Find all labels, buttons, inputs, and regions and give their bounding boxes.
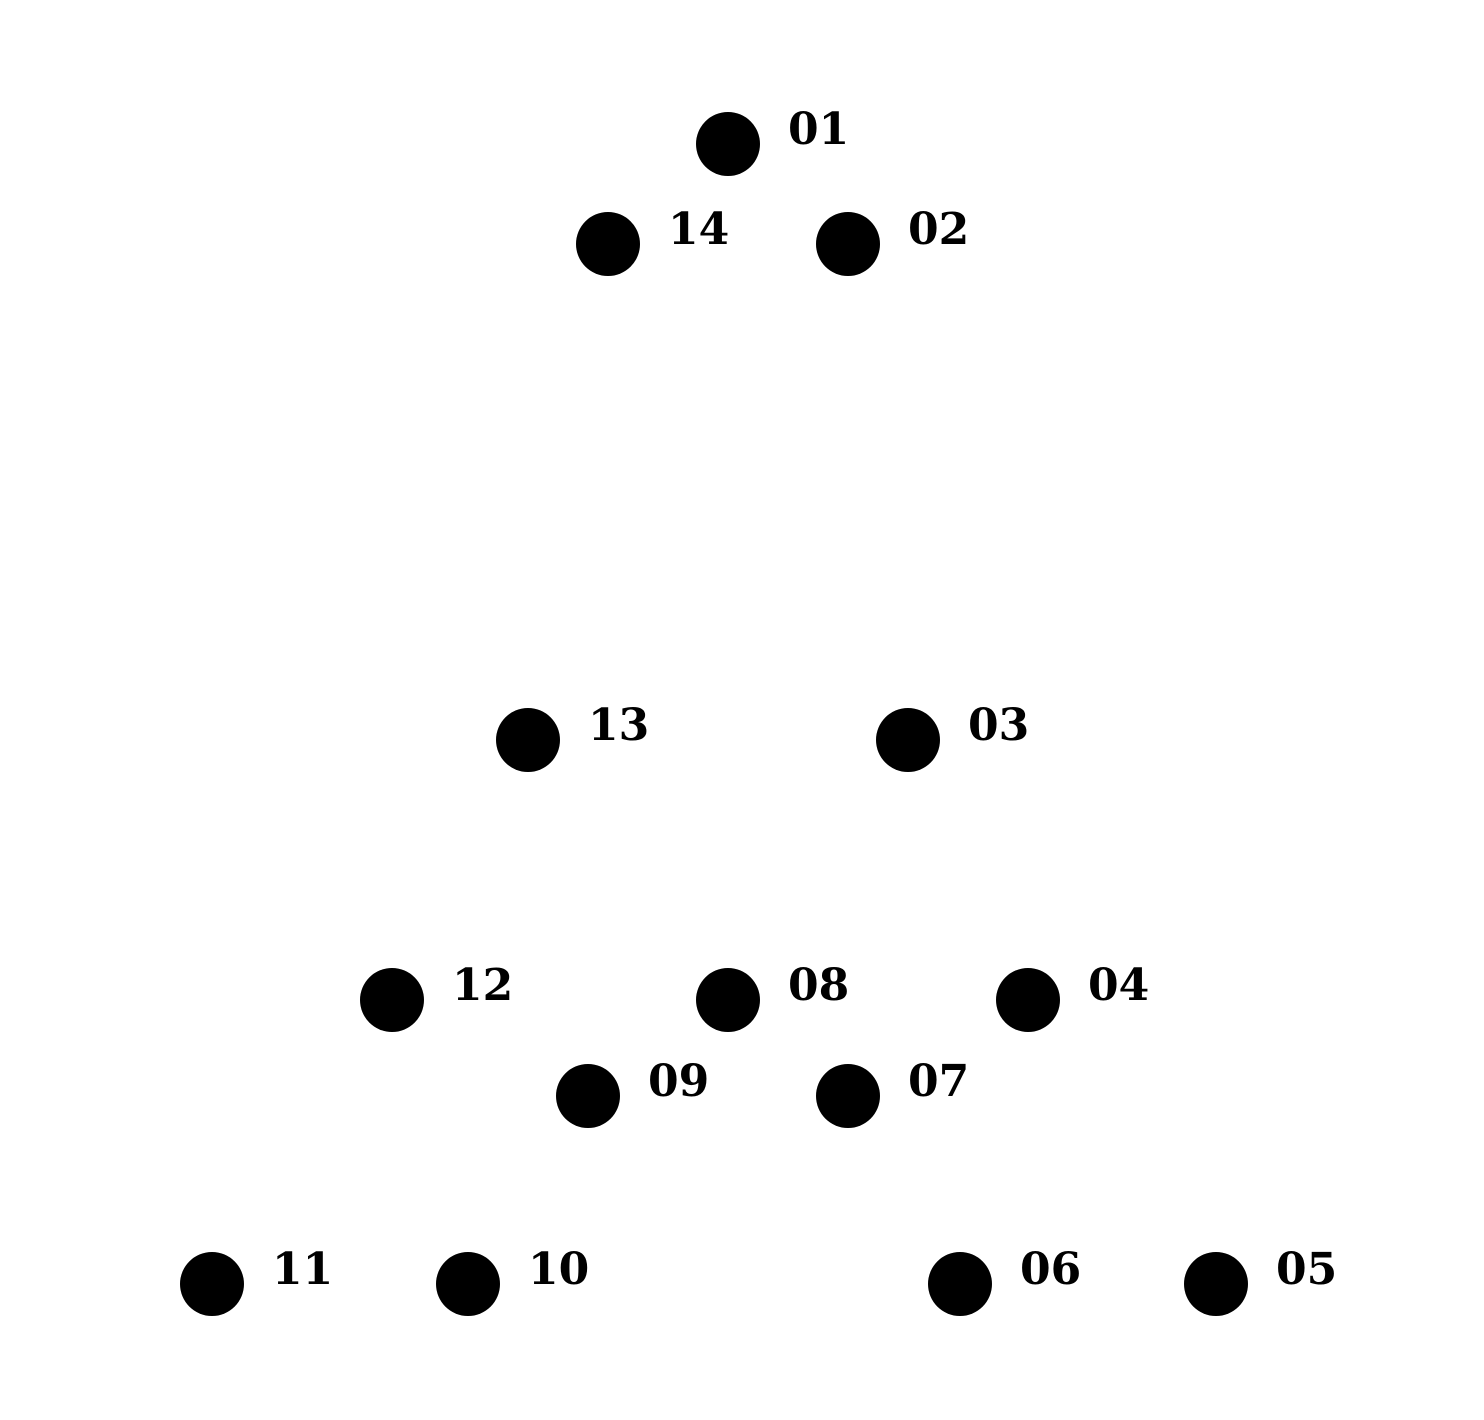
dot-marker [816, 1064, 880, 1128]
dot-marker [436, 1252, 500, 1316]
dot-marker [696, 968, 760, 1032]
dot-label: 14 [668, 204, 729, 255]
dot-marker [996, 968, 1060, 1032]
dot-marker [360, 968, 424, 1032]
dot-label: 01 [788, 104, 849, 155]
dot-label: 12 [452, 960, 513, 1011]
dot-marker [928, 1252, 992, 1316]
dot-04: 04 [996, 960, 1149, 1032]
dot-label: 08 [788, 960, 849, 1011]
dot-08: 08 [696, 960, 849, 1032]
dot-01: 01 [696, 104, 849, 176]
dot-label: 07 [908, 1056, 969, 1107]
dot-label: 05 [1276, 1244, 1337, 1295]
dot-07: 07 [816, 1056, 969, 1128]
dot-label: 11 [272, 1244, 333, 1295]
dot-06: 06 [928, 1244, 1081, 1316]
dot-label: 09 [648, 1056, 709, 1107]
dot-13: 13 [496, 700, 649, 772]
dot-12: 12 [360, 960, 513, 1032]
dot-14: 14 [576, 204, 729, 276]
dot-label: 02 [908, 204, 969, 255]
dot-label: 10 [528, 1244, 589, 1295]
dot-marker [876, 708, 940, 772]
dot-marker [180, 1252, 244, 1316]
dot-02: 02 [816, 204, 969, 276]
dot-marker [696, 112, 760, 176]
dot-03: 03 [876, 700, 1029, 772]
dot-label: 13 [588, 700, 649, 751]
dot-marker [496, 708, 560, 772]
dot-marker [816, 212, 880, 276]
dot-label: 03 [968, 700, 1029, 751]
dot-05: 05 [1184, 1244, 1337, 1316]
dot-marker [1184, 1252, 1248, 1316]
dot-marker [576, 212, 640, 276]
dot-label: 04 [1088, 960, 1149, 1011]
dot-11: 11 [180, 1244, 333, 1316]
dot-marker [556, 1064, 620, 1128]
dot-09: 09 [556, 1056, 709, 1128]
dot-10: 10 [436, 1244, 589, 1316]
dot-label: 06 [1020, 1244, 1081, 1295]
